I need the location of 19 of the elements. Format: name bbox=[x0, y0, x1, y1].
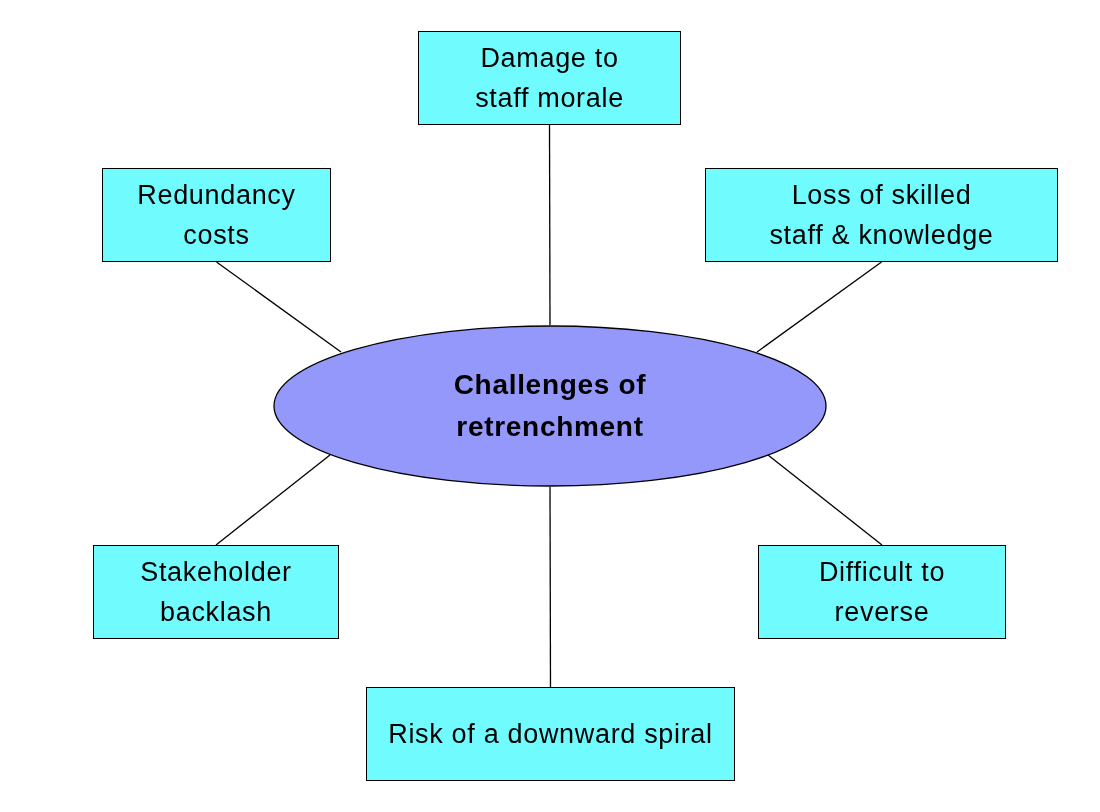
topic-text: Loss of skilled staff & knowledge bbox=[768, 179, 995, 252]
connector-line bbox=[767, 454, 883, 546]
connector-line bbox=[215, 454, 331, 546]
connector-line bbox=[549, 486, 552, 688]
topic-text: Redundancy costs bbox=[136, 179, 297, 252]
topic-text: Damage to staff morale bbox=[474, 42, 625, 115]
topic-box bbox=[366, 687, 735, 781]
topic-text: Risk of a downward spiral bbox=[388, 718, 713, 751]
topic-box bbox=[705, 168, 1058, 262]
connector-line bbox=[215, 261, 342, 353]
topic-box bbox=[758, 545, 1006, 639]
topic-text: Difficult to reverse bbox=[817, 556, 947, 629]
topic-box bbox=[93, 545, 339, 639]
connector-line bbox=[548, 124, 551, 326]
topic-text: Stakeholder backlash bbox=[139, 556, 293, 629]
topic-box bbox=[102, 168, 331, 262]
topic-box bbox=[418, 31, 681, 125]
hub-title: Challenges of retrenchment bbox=[452, 368, 648, 444]
connector-line bbox=[756, 261, 883, 353]
